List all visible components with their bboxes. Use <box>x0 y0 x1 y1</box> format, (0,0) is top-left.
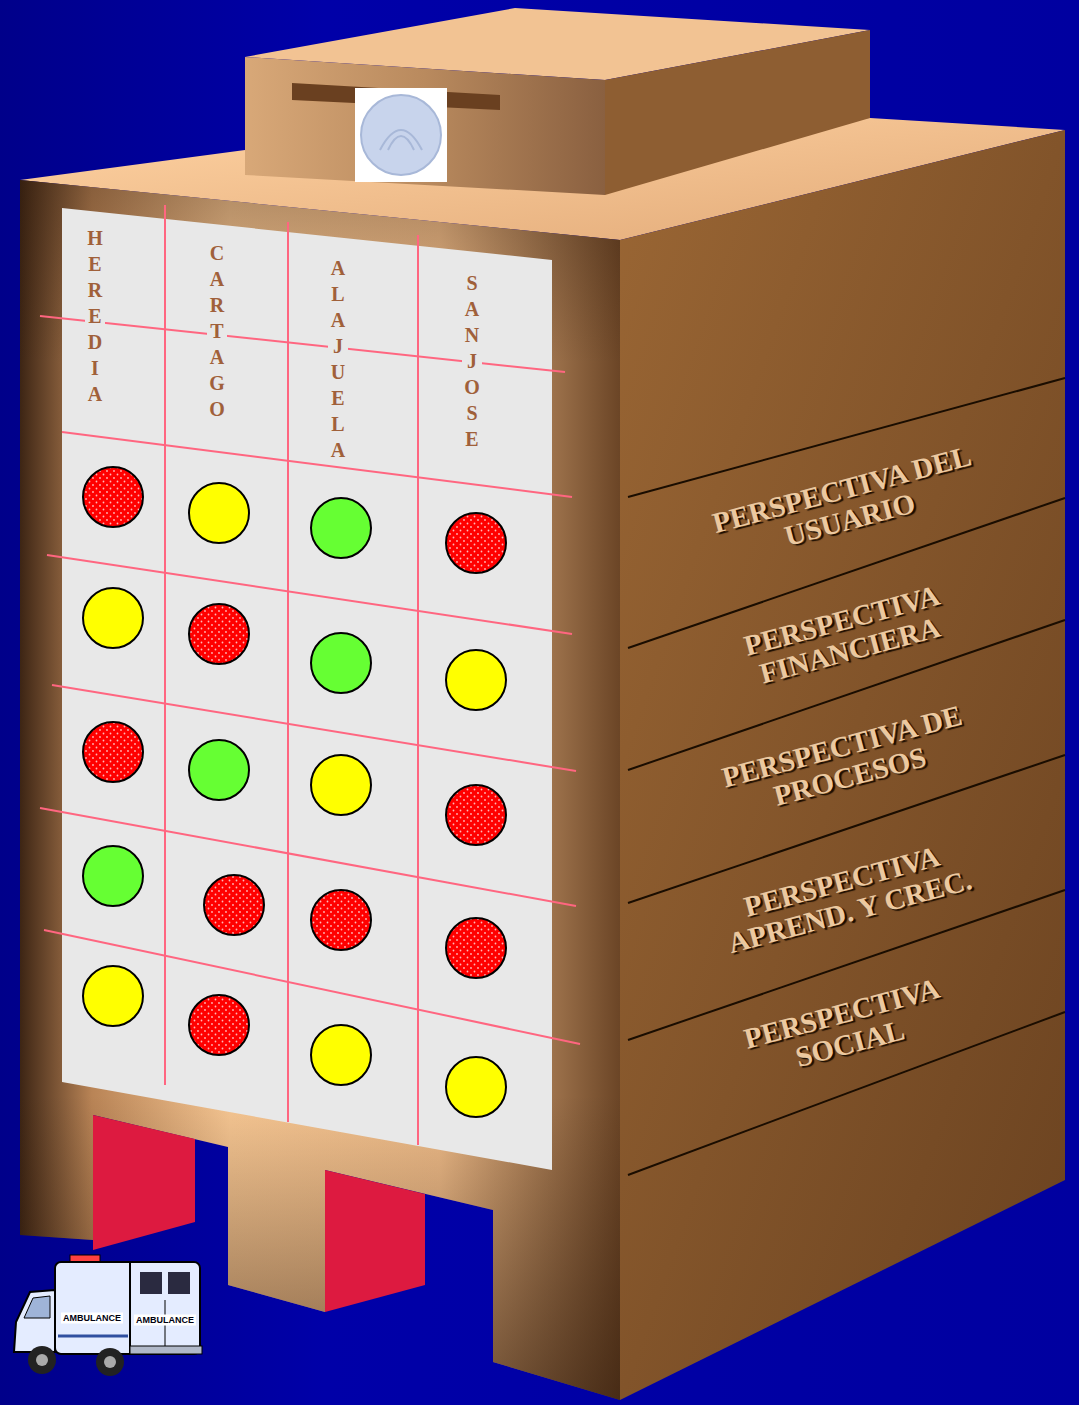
column-header: ALAJUELA <box>328 255 348 463</box>
yellow-light <box>446 1057 506 1117</box>
yellow-light <box>311 1025 371 1085</box>
ambulance-edge <box>129 1262 131 1354</box>
red-light <box>204 875 264 935</box>
ambulance-cab <box>14 1290 55 1352</box>
column-header: HEREDIA <box>85 225 105 407</box>
red-light <box>311 890 371 950</box>
vehicle-text: AMBULANCE <box>134 1315 196 1326</box>
band-lines <box>628 378 1065 1175</box>
red-door <box>325 1170 425 1312</box>
wheel-hub <box>36 1354 48 1366</box>
rear-window <box>140 1272 162 1294</box>
red-light <box>189 995 249 1055</box>
column-header: SANJOSE <box>462 270 482 452</box>
red-light <box>446 513 506 573</box>
vehicle-text: AMBULANCE <box>61 1313 123 1324</box>
red-door <box>93 1115 195 1250</box>
perspective-band: PERSPECTIVA FINANCIERA <box>686 562 1006 711</box>
perspective-band: PERSPECTIVA DEL USUARIO <box>686 431 1006 580</box>
seal-emblem <box>380 130 422 150</box>
yellow-light <box>83 588 143 648</box>
yellow-light <box>189 483 249 543</box>
red-light <box>83 722 143 782</box>
green-light <box>311 633 371 693</box>
side-stripe <box>58 1335 128 1338</box>
roof-box-side <box>605 30 870 195</box>
grid-line <box>164 205 166 1085</box>
perspective-label: PERSPECTIVA DE PROCESOS <box>693 693 999 831</box>
seal-logo <box>361 95 441 175</box>
roof-box-front <box>245 57 605 195</box>
rear-window <box>168 1272 190 1294</box>
perspective-band: PERSPECTIVA APREND. Y CREC. <box>686 823 1006 972</box>
grid-line <box>287 222 289 1122</box>
yellow-light <box>83 966 143 1026</box>
yellow-light <box>311 755 371 815</box>
ambulance-icon <box>14 1255 202 1376</box>
red-light <box>83 467 143 527</box>
perspective-band: PERSPECTIVA DE PROCESOS <box>686 688 1006 837</box>
status-lights <box>83 467 506 1117</box>
wheel <box>96 1348 124 1376</box>
red-light <box>189 604 249 664</box>
red-light <box>446 785 506 845</box>
green-light <box>83 846 143 906</box>
green-light <box>311 498 371 558</box>
ambulance-body <box>55 1262 200 1354</box>
building-side <box>620 130 1065 1400</box>
wheel <box>28 1346 56 1374</box>
column-header: CARTAGO <box>207 240 227 422</box>
perspective-label: PERSPECTIVA APREND. Y CREC. <box>693 828 999 966</box>
perspective-label: PERSPECTIVA SOCIAL <box>693 960 999 1098</box>
status-panel <box>62 208 552 1170</box>
grid-lines <box>40 205 580 1145</box>
building-front <box>20 180 620 1400</box>
seal-card <box>355 88 447 182</box>
building-front-shade <box>20 180 620 1400</box>
perspective-label: PERSPECTIVA FINANCIERA <box>693 567 999 705</box>
bumper <box>130 1346 202 1354</box>
yellow-light <box>446 650 506 710</box>
green-light <box>189 740 249 800</box>
perspective-label: PERSPECTIVA DEL USUARIO <box>693 436 999 574</box>
wheel-hub <box>104 1356 116 1368</box>
perspective-band: PERSPECTIVA SOCIAL <box>686 955 1006 1104</box>
grid-line <box>40 316 565 372</box>
red-light <box>446 918 506 978</box>
windshield <box>24 1296 50 1318</box>
